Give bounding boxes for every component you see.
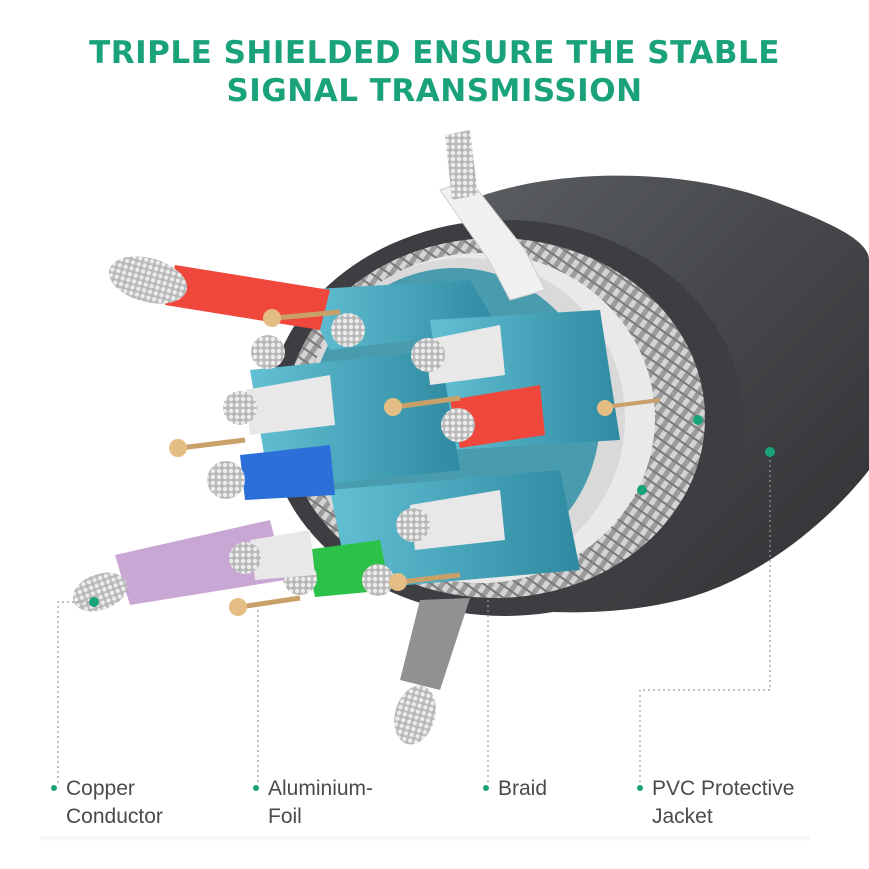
headline-line-2: SIGNAL TRANSMISSION xyxy=(226,73,643,109)
label-jacket-line-1: PVC Protective xyxy=(652,777,795,800)
ground-shadow xyxy=(40,836,810,842)
label-copper-line-2: Conductor xyxy=(66,805,163,828)
label-foil-line-1: Aluminium- xyxy=(268,777,374,800)
blue-wire xyxy=(207,445,335,500)
white-drain-wire xyxy=(439,130,546,301)
callout-dots xyxy=(89,415,775,607)
white-wires xyxy=(223,313,505,596)
copper-drain-conductors xyxy=(169,309,661,616)
label-aluminium-foil: Aluminium- Foil xyxy=(253,775,374,831)
label-braid-line-1: Braid xyxy=(498,777,548,800)
label-braid: Braid xyxy=(483,775,548,803)
label-bullet xyxy=(637,785,643,791)
label-bullet xyxy=(483,785,489,791)
label-copper-conductor: Copper Conductor xyxy=(51,775,163,831)
gray-drain-wire xyxy=(394,598,470,745)
label-bullet xyxy=(253,785,259,791)
purple-wire xyxy=(72,520,285,612)
label-foil-line-2: Foil xyxy=(268,805,302,828)
callout-leader-lines xyxy=(57,450,771,785)
headline-line-1: TRIPLE SHIELDED ENSURE THE STABLE xyxy=(89,35,780,71)
red-wire xyxy=(108,256,330,330)
label-pvc-protective-jacket: PVC Protective Jacket xyxy=(637,775,795,831)
headline: TRIPLE SHIELDED ENSURE THE STABLE SIGNAL… xyxy=(0,34,869,110)
label-jacket-line-2: Jacket xyxy=(652,805,713,828)
label-copper-line-1: Copper xyxy=(66,777,135,800)
label-bullet xyxy=(51,785,57,791)
red-wire-inner xyxy=(441,385,545,448)
